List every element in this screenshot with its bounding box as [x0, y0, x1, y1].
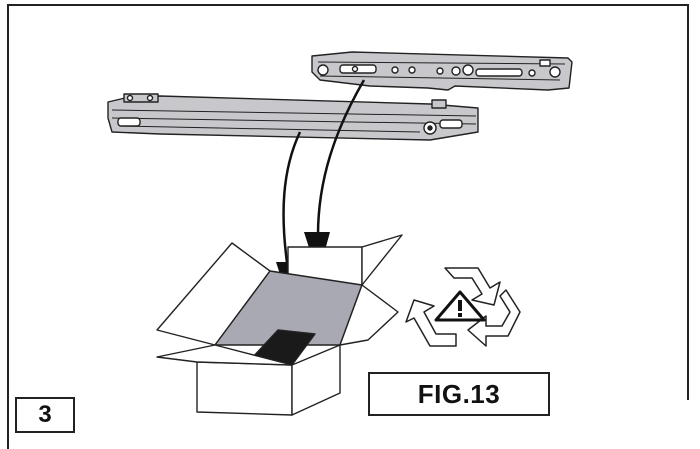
step-number-badge: 3: [15, 397, 75, 433]
page-border: [7, 4, 689, 449]
cardboard-box: [156, 234, 403, 416]
figure-label-box: FIG.13: [368, 372, 550, 416]
step-number-text: 3: [38, 401, 52, 428]
rail-upper: [311, 51, 573, 91]
warning-triangle-icon: [434, 290, 486, 322]
recycle-icon: [405, 267, 521, 347]
figure-label-text: FIG.13: [417, 378, 501, 409]
rail-lower: [107, 93, 479, 141]
